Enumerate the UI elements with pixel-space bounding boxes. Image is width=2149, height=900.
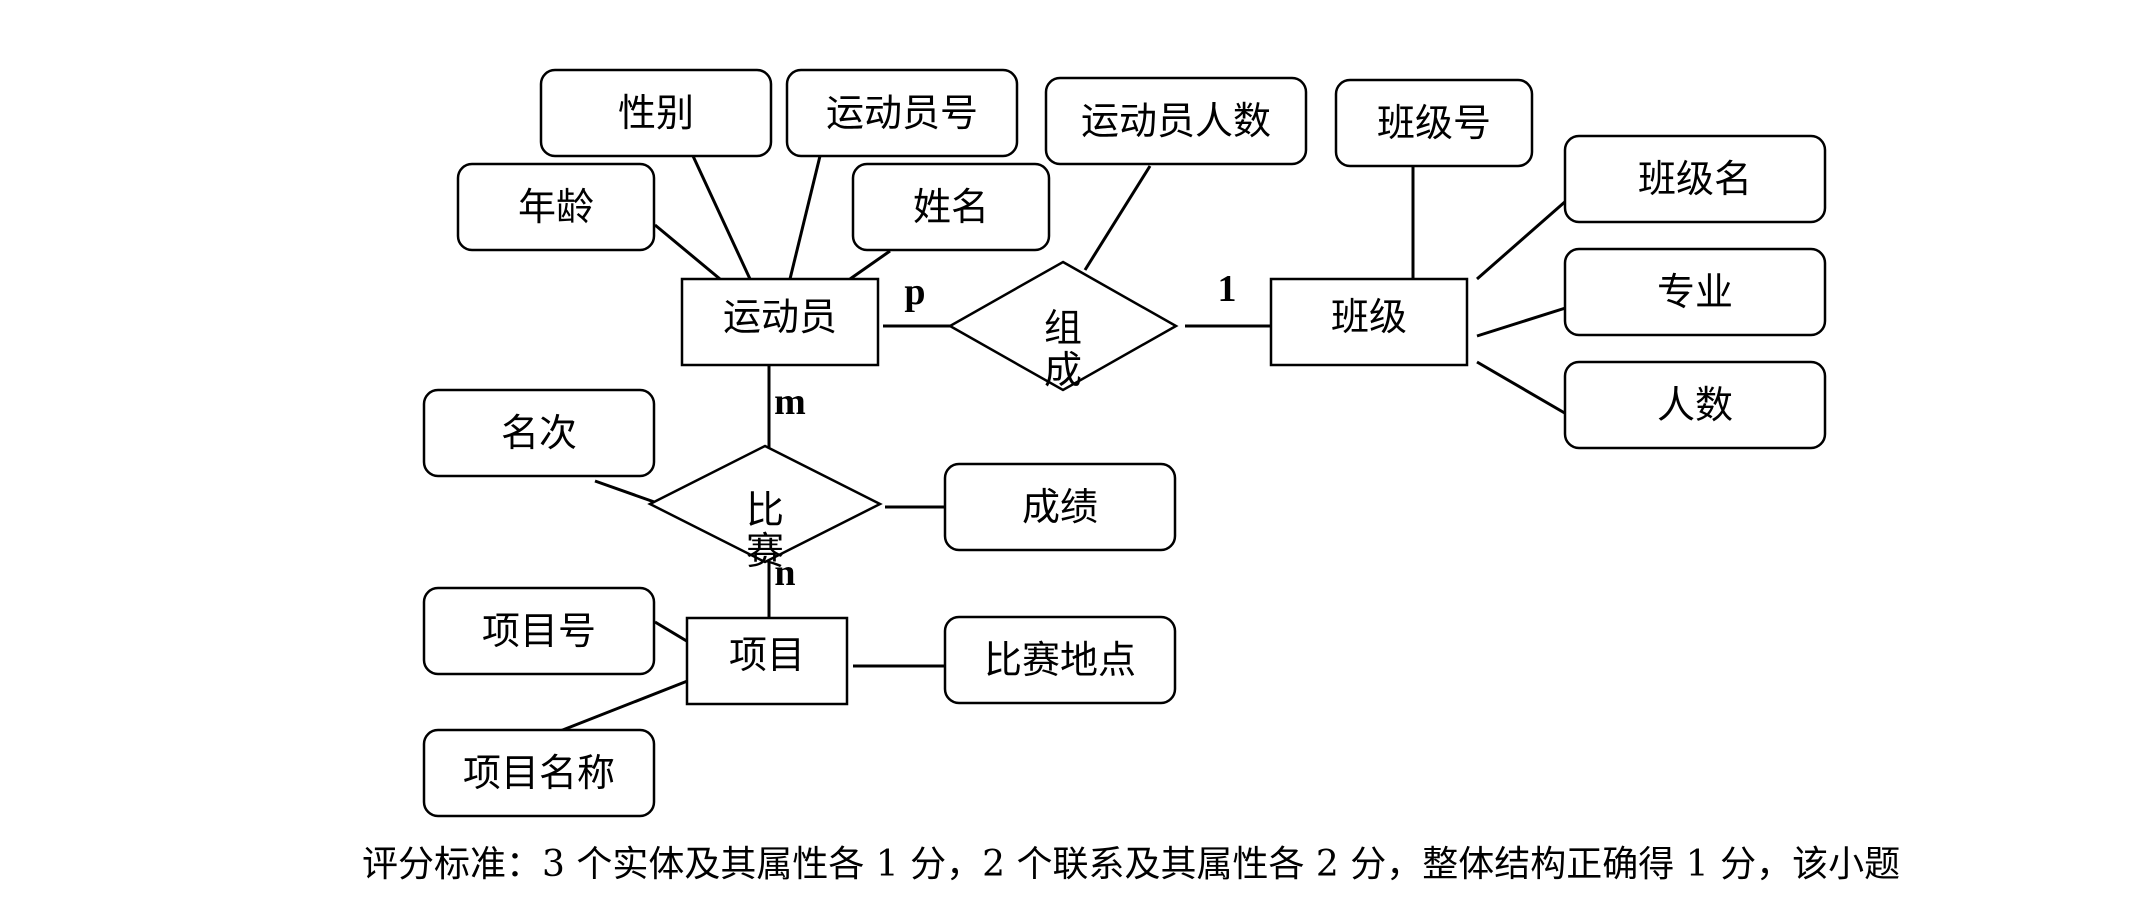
- line-gender: [691, 155, 752, 280]
- line-major: [1476, 303, 1576, 338]
- relationship-competition: 比 赛: [647, 444, 883, 573]
- entity-athlete-label: 运动员: [723, 295, 837, 339]
- attr-athlete-count: 运动员人数: [1044, 76, 1308, 166]
- line-class-name: [1476, 191, 1576, 281]
- relationship-competition-char-2: 赛: [746, 529, 784, 573]
- cardinality-m: m: [774, 381, 806, 423]
- relationship-composition-char-2: 成: [1044, 348, 1082, 392]
- attr-headcount: 人数: [1563, 360, 1827, 450]
- entity-class: 班级: [1269, 277, 1469, 367]
- attr-class-name-label: 班级名: [1638, 157, 1752, 201]
- attr-score-label: 成绩: [1022, 485, 1098, 529]
- entity-event: 项目: [685, 616, 849, 706]
- attr-score: 成绩: [943, 462, 1177, 552]
- attr-name: 姓名: [851, 162, 1051, 252]
- line-age: [654, 223, 721, 281]
- line-headcount: [1476, 360, 1576, 421]
- attr-age: 年龄: [456, 162, 656, 252]
- attr-class-id: 班级号: [1334, 78, 1534, 168]
- line-rank: [594, 479, 661, 506]
- relationship-composition-char-1: 组: [1044, 306, 1082, 350]
- line-athlete-count: [1083, 165, 1152, 271]
- attr-event-id-label: 项目号: [482, 609, 596, 653]
- attr-major-label: 专业: [1657, 270, 1733, 314]
- entity-event-label: 项目: [729, 633, 805, 677]
- attr-event-name: 项目名称: [422, 728, 656, 818]
- attr-headcount-label: 人数: [1657, 383, 1733, 427]
- line-event-id: [654, 620, 691, 645]
- cardinality-1: 1: [1218, 268, 1237, 310]
- attr-class-id-label: 班级号: [1377, 101, 1491, 145]
- entity-class-label: 班级: [1331, 295, 1407, 339]
- entity-athlete: 运动员: [680, 277, 880, 367]
- attr-event-id: 项目号: [422, 586, 656, 676]
- attr-major: 专业: [1563, 247, 1827, 337]
- attr-name-label: 姓名: [913, 185, 989, 229]
- attr-class-name: 班级名: [1563, 134, 1827, 224]
- attr-rank: 名次: [422, 388, 656, 478]
- attr-athlete-id-label: 运动员号: [826, 91, 978, 135]
- relationship-composition: 组 成: [947, 260, 1179, 392]
- attr-athlete-count-label: 运动员人数: [1081, 99, 1271, 143]
- attr-gender: 性别: [539, 68, 773, 158]
- cardinality-n: n: [774, 552, 795, 594]
- attr-event-name-label: 项目名称: [463, 751, 615, 795]
- grading-criteria-text: 评分标准：3 个实体及其属性各 1 分，2 个联系及其属性各 2 分，整体结构正…: [362, 844, 1900, 885]
- attr-venue: 比赛地点: [943, 615, 1177, 705]
- relationship-competition-char-1: 比: [746, 488, 784, 532]
- cardinality-p: p: [904, 271, 925, 313]
- attr-rank-label: 名次: [501, 411, 577, 455]
- line-name: [849, 249, 891, 281]
- attr-gender-label: 性别: [618, 91, 694, 135]
- attr-venue-label: 比赛地点: [984, 638, 1136, 682]
- attr-age-label: 年龄: [518, 185, 594, 229]
- attr-athlete-id: 运动员号: [785, 68, 1019, 158]
- line-athlete-id: [788, 155, 822, 280]
- connector-lines: [554, 155, 1576, 735]
- line-event-name: [554, 678, 691, 735]
